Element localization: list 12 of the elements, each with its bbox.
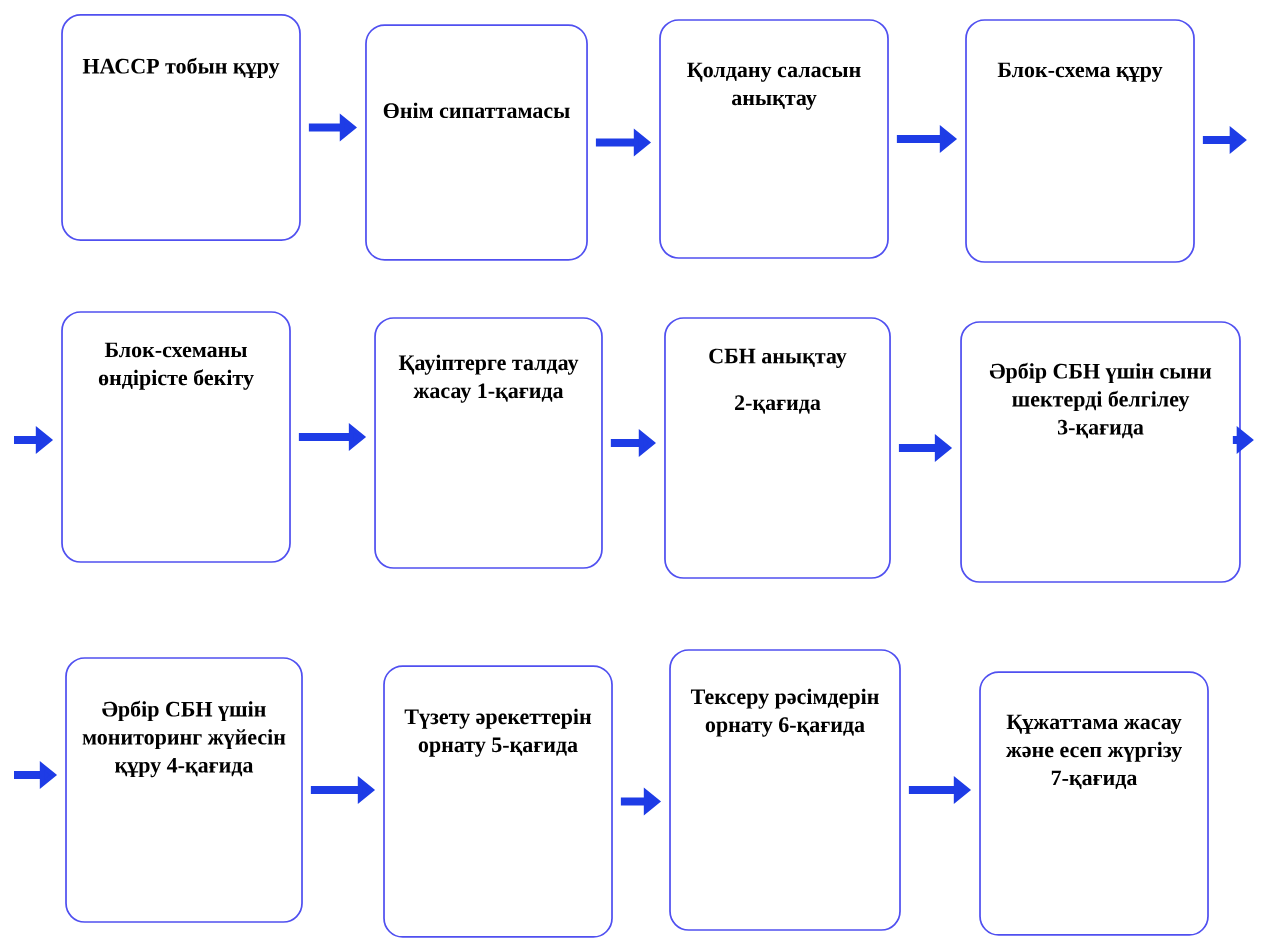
process-box: Өнім сипаттамасы <box>365 24 588 261</box>
process-box: НАССР тобын құру <box>61 14 301 241</box>
process-box: Блок-схеманы өндірісте бекіту <box>61 311 291 563</box>
process-box: Әрбір СБН үшін сыни шектерді белгілеу 3-қағида <box>960 321 1241 583</box>
process-box: Құжаттама жасау және есеп жүргізу 7-қағида <box>979 671 1209 936</box>
process-box: Қолдану саласын анықтау <box>659 19 889 259</box>
process-box: Түзету әрекеттерін орнату 5-қағида <box>383 665 613 938</box>
process-box: Тексеру рәсімдерін орнату 6-қағида <box>669 649 901 931</box>
process-box: Қауіптерге талдау жасау 1-қағида <box>374 317 603 569</box>
process-box: СБН анықтау 2-қағида <box>664 317 891 579</box>
process-box: Әрбір СБН үшін мониторинг жүйесін құру 4-қағида <box>65 657 303 923</box>
process-box: Блок-схема құру <box>965 19 1195 263</box>
